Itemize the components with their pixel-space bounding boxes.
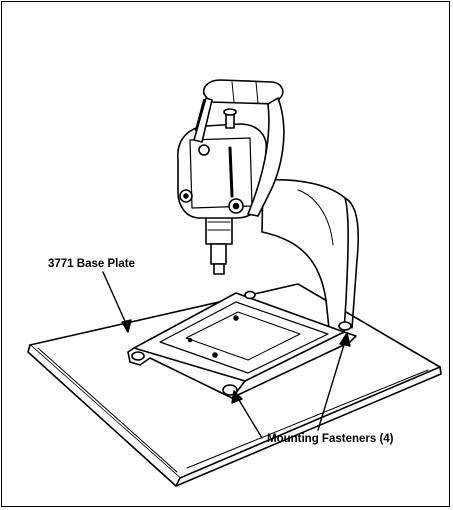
press-frame — [261, 178, 359, 339]
base-plate-label: 3771 Base Plate — [48, 258, 135, 270]
press-foot — [127, 292, 357, 399]
leader-lines — [102, 271, 351, 439]
mounting-fasteners-label: Mounting Fasteners (4) — [267, 433, 394, 445]
ram-assembly — [205, 213, 233, 275]
press-handle — [193, 79, 285, 217]
mounting-fasteners — [131, 290, 352, 396]
toggle-housing — [177, 108, 267, 219]
